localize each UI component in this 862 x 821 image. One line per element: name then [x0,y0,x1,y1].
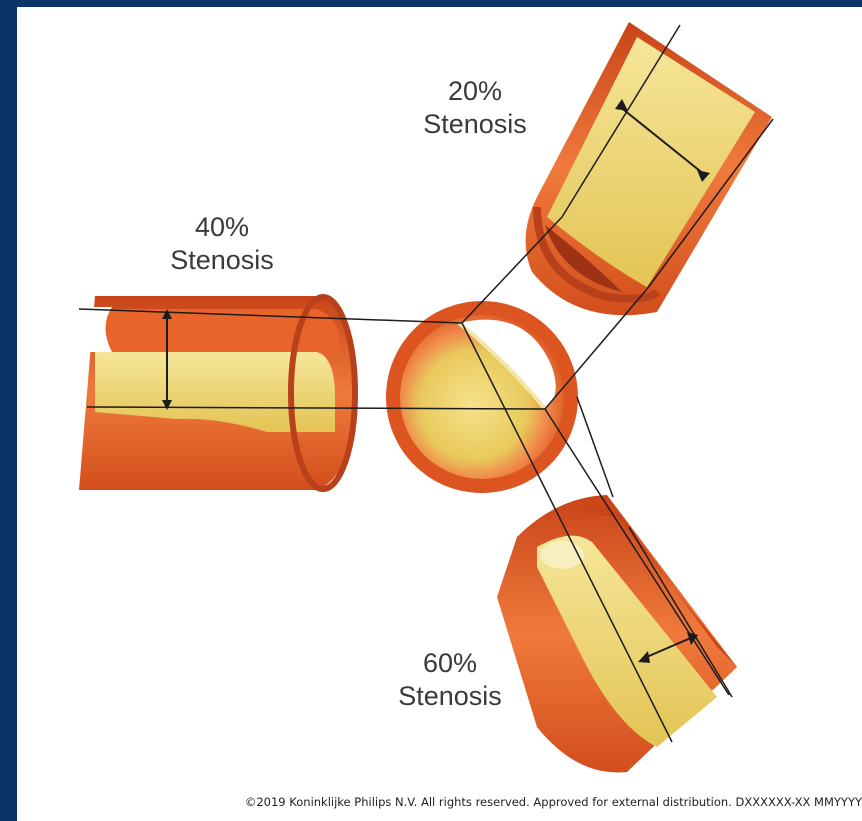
label-60-stenosis: 60% Stenosis [380,647,520,713]
label-40-percent: 40% [152,211,292,244]
copyright-footer: ©2019 Koninklijke Philips N.V. All right… [92,795,862,809]
vessel-40-stenosis [79,296,355,490]
vessel-60-plaque-highlight [540,541,584,569]
diagram-panel: 20% Stenosis 40% Stenosis 60% Stenosis ©… [17,7,862,821]
label-20-stenosis: 20% Stenosis [405,75,545,141]
vessel-20-stenosis [526,22,772,315]
label-40-word: Stenosis [152,244,292,277]
label-60-word: Stenosis [380,680,520,713]
label-20-word: Stenosis [405,108,545,141]
label-40-stenosis: 40% Stenosis [152,211,292,277]
label-20-percent: 20% [405,75,545,108]
label-60-percent: 60% [380,647,520,680]
cross-section [386,301,578,493]
